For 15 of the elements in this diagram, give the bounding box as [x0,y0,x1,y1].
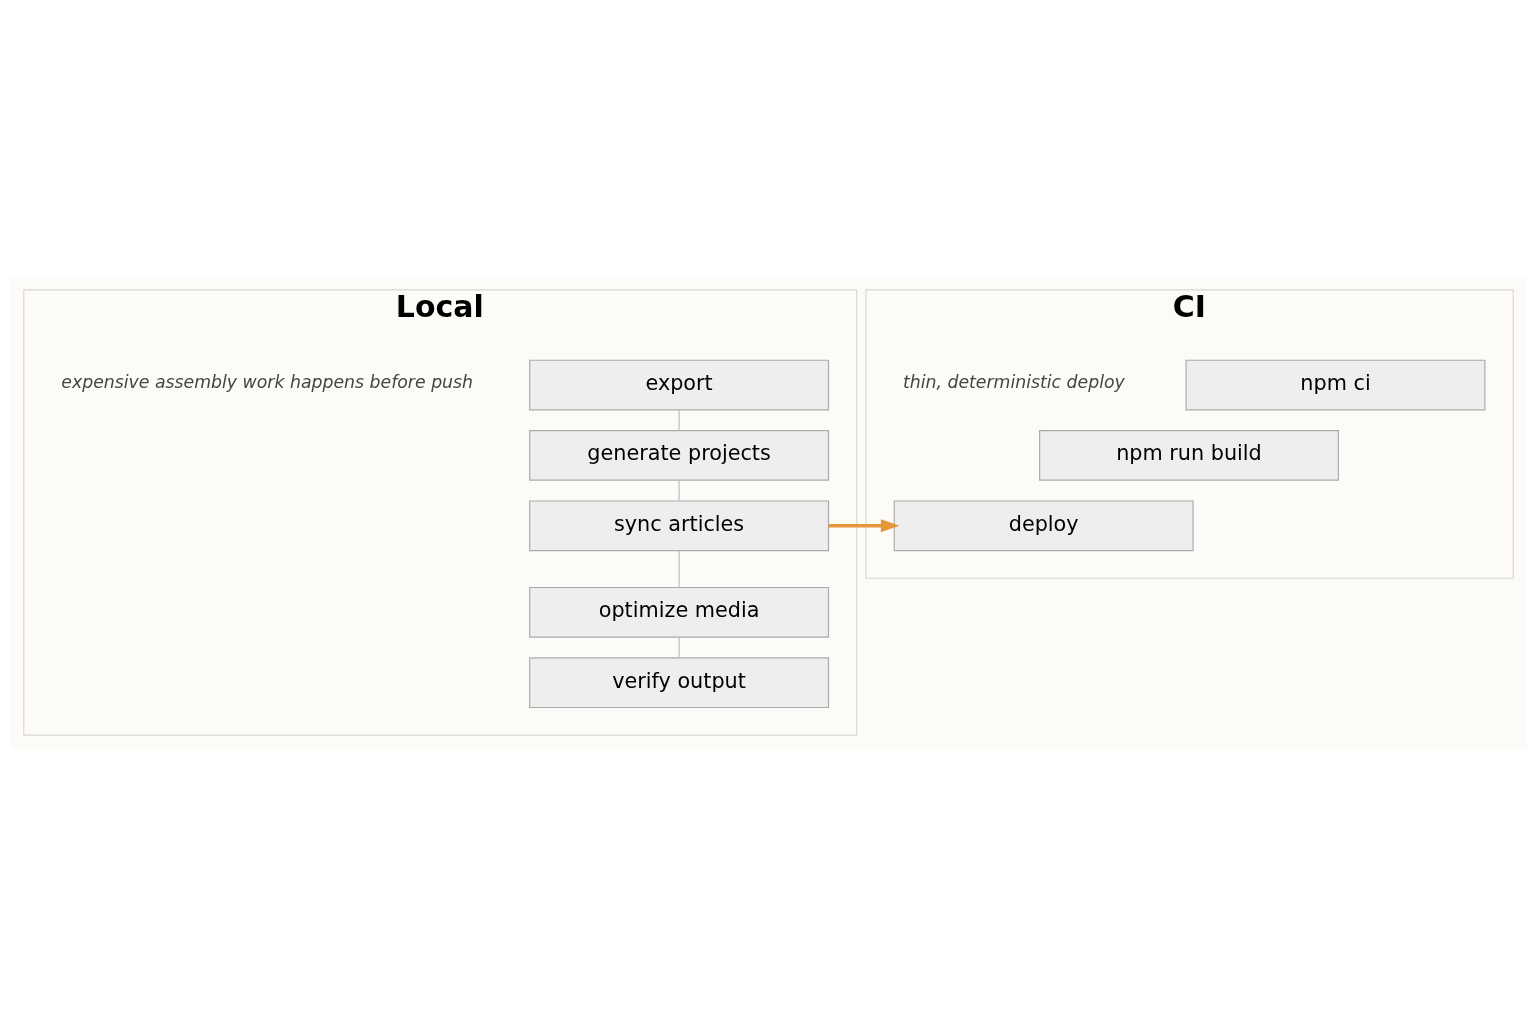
node-label: thin, deterministic deploy [902,371,1125,392]
node-box: npm run build [1038,429,1339,481]
node-box: export [528,359,829,410]
node-label: expensive assembly work happens before push [60,371,473,392]
node-box: generate projects [528,429,829,481]
node-box: deploy [893,499,1194,551]
arrow [828,518,899,532]
connector [678,408,680,431]
connector [678,636,680,658]
connector [678,479,680,501]
node-box: sync articles [528,499,829,551]
connector [678,549,680,588]
node-box: optimize media [528,586,829,638]
node-box: verify output [528,656,829,708]
node-box: npm ci [1185,359,1485,410]
